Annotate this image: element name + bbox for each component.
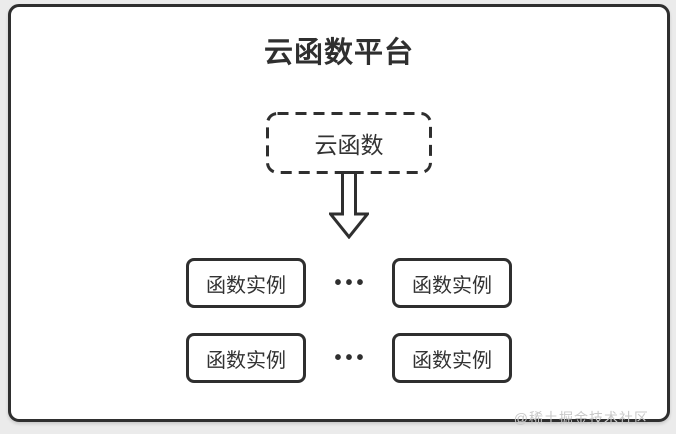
- cloud-function-label: 云函数: [314, 132, 384, 158]
- function-instance-box: 函数实例: [186, 333, 306, 383]
- function-instance-box: 函数实例: [186, 258, 306, 308]
- platform-frame: 云函数平台 云函数 函数实例 ••• 函数实例 函数实例 ••• 函数实例 @稀…: [8, 4, 670, 426]
- ellipsis-dots: •••: [334, 347, 368, 369]
- ellipsis-dots: •••: [334, 272, 368, 294]
- function-instance-box: 函数实例: [392, 258, 512, 308]
- diagram-title: 云函数平台: [263, 37, 414, 69]
- cloud-function-box: 云函数: [266, 112, 432, 174]
- function-instance-box: 函数实例: [392, 333, 512, 383]
- watermark: @稀土掘金技术社区: [513, 410, 649, 426]
- down-arrow-icon: [329, 171, 369, 239]
